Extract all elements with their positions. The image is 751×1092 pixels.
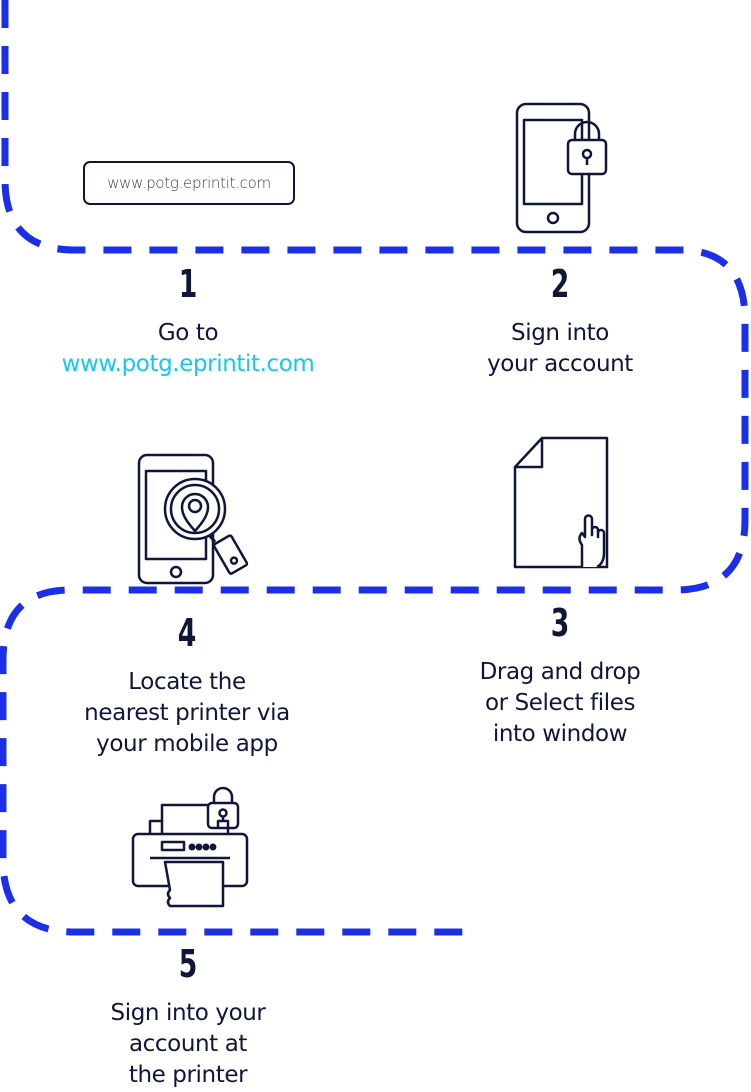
phone-map-search-icon — [137, 453, 249, 585]
step-description-line: into window — [492, 721, 628, 747]
step-3: 3 Drag and drop or Select files into win… — [410, 601, 710, 750]
step-description-line: account at — [128, 1031, 248, 1057]
step-number: 1 — [178, 262, 198, 306]
step-2: 2 Sign into your account — [410, 262, 710, 380]
step-description-line: Sign into — [511, 320, 609, 346]
step-description-line: Go to — [157, 320, 219, 346]
step-description-line: your mobile app — [96, 731, 278, 757]
step-5: 5 Sign into your account at the printer — [38, 942, 338, 1091]
website-link[interactable]: www.potg.eprintit.com — [61, 351, 315, 377]
step-description-line: nearest printer via — [84, 700, 290, 726]
step-number: 4 — [177, 611, 197, 655]
step-number: 3 — [550, 601, 570, 645]
step-description-line: Locate the — [128, 669, 246, 695]
url-address-box: www.potg.eprintit.com — [83, 161, 295, 205]
step-description: Sign into your account at the printer — [38, 998, 338, 1091]
step-4: 4 Locate the nearest printer via your mo… — [37, 611, 337, 760]
url-address-text: www.potg.eprintit.com — [107, 174, 271, 192]
document-tap-icon — [513, 436, 609, 569]
flow-path-top — [0, 0, 749, 936]
step-description-line: your account — [487, 351, 633, 377]
phone-lock-icon — [515, 102, 608, 234]
step-description-line: or Select files — [484, 690, 636, 716]
step-number: 5 — [178, 942, 198, 986]
step-1: 1 Go to www.potg.eprintit.com — [38, 262, 338, 380]
step-description: Locate the nearest printer via your mobi… — [37, 667, 337, 760]
step-description-line: Drag and drop — [479, 659, 641, 685]
step-description-line: the printer — [128, 1062, 248, 1088]
step-description-line: Sign into your — [110, 1000, 266, 1026]
printer-lock-icon — [131, 786, 249, 908]
step-description: Sign into your account — [410, 318, 710, 380]
step-number: 2 — [550, 262, 570, 306]
step-description: Go to www.potg.eprintit.com — [38, 318, 338, 380]
step-description: Drag and drop or Select files into windo… — [410, 657, 710, 750]
